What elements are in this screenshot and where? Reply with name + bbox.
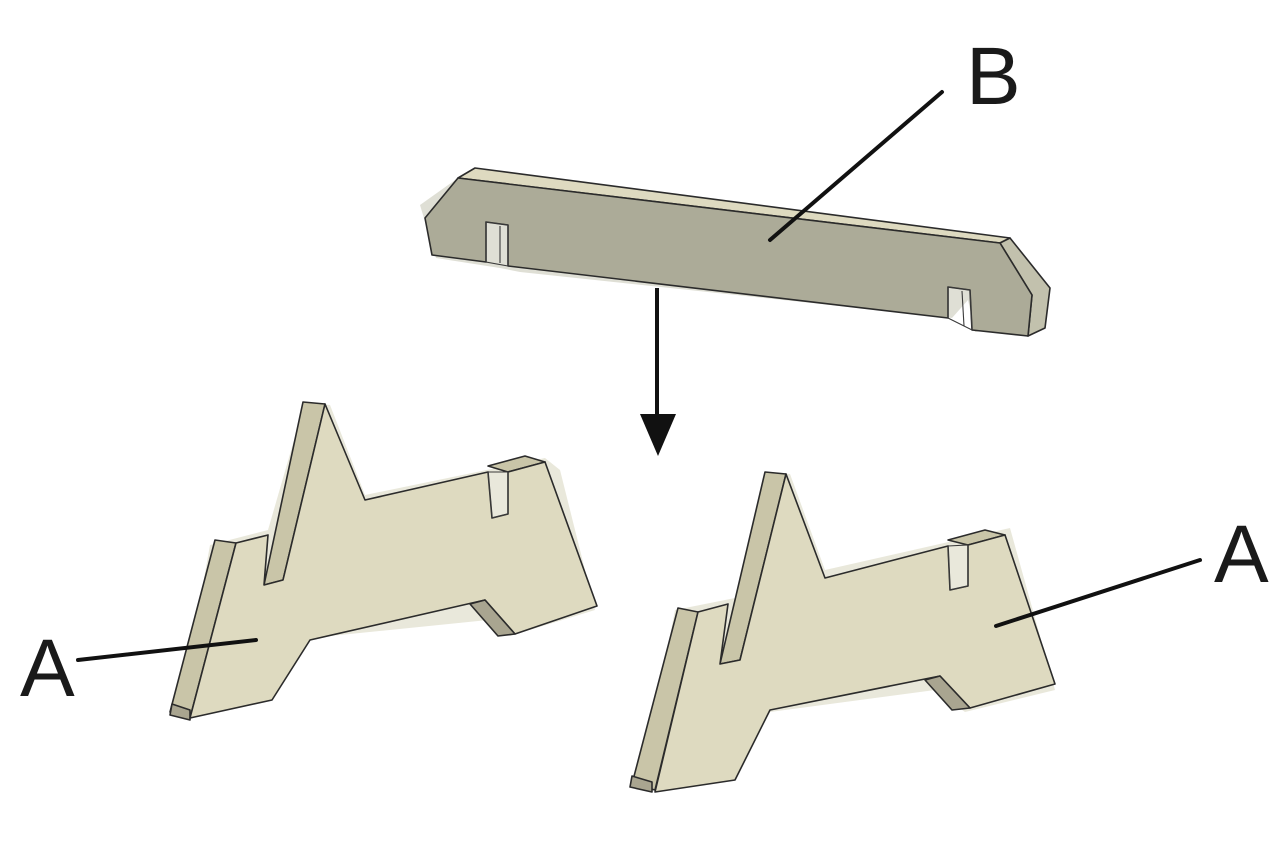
part-b-slot-right — [947, 286, 973, 331]
leader-line-a-right — [994, 558, 1202, 628]
leader-line-a-left — [76, 638, 258, 662]
part-a-right — [629, 471, 1056, 793]
part-a-left-slot — [487, 471, 509, 519]
label-a-right: A — [1214, 509, 1269, 600]
part-b-crossbar — [420, 167, 1051, 337]
callout-b: B — [768, 31, 1021, 242]
part-a-right-front-face — [654, 473, 1056, 793]
callout-a-left: A — [20, 623, 258, 714]
part-a-left — [169, 401, 598, 721]
label-b: B — [966, 31, 1021, 122]
leader-line-b — [768, 90, 944, 242]
callout-a-right: A — [994, 509, 1269, 628]
part-a-right-slot — [947, 544, 969, 591]
down-arrow-icon — [640, 288, 676, 456]
part-a-left-front-face — [189, 403, 598, 719]
label-a-left: A — [20, 623, 75, 714]
part-b-slot-left — [485, 221, 509, 267]
